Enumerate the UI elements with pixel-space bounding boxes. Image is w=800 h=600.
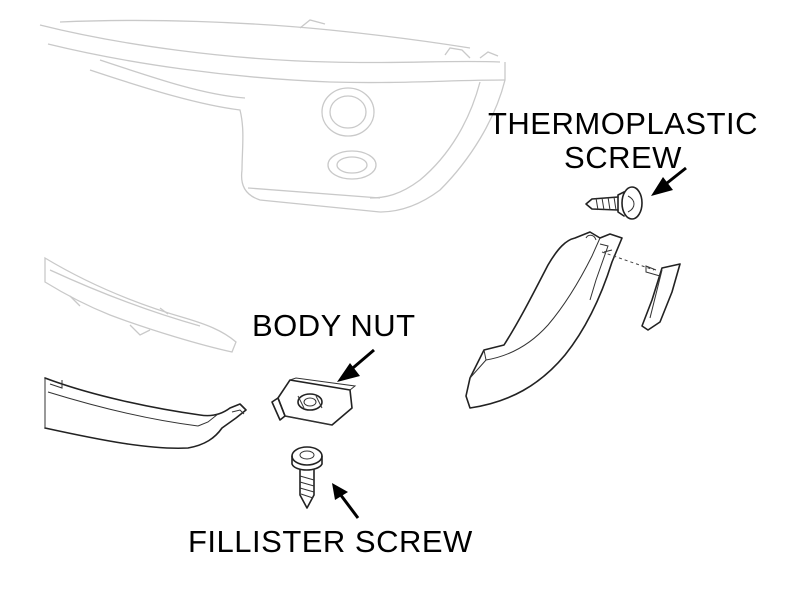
thermoplastic-screw-arrow: [651, 166, 687, 196]
lower-trim-strip: [44, 377, 247, 450]
upper-trim-strip: [44, 256, 237, 353]
body-nut-arrow: [337, 348, 375, 382]
body-nut: [271, 377, 357, 426]
thermoplastic-screw-label-line1: THERMOPLASTIC: [487, 106, 759, 141]
thermoplastic-screw-label: THERMOPLASTIC SCREW: [478, 107, 768, 175]
corner-bracket: [465, 231, 623, 409]
body-nut-label: BODY NUT: [252, 308, 416, 343]
fillister-screw-arrow: [332, 483, 360, 519]
fillister-screw: [291, 446, 323, 509]
thermoplastic-screw-label-line2: SCREW: [564, 140, 682, 175]
thermoplastic-screw: [585, 186, 643, 220]
fillister-screw-label: FILLISTER SCREW: [188, 524, 473, 559]
bumper-cover: [39, 19, 506, 213]
side-clip: [641, 263, 681, 331]
